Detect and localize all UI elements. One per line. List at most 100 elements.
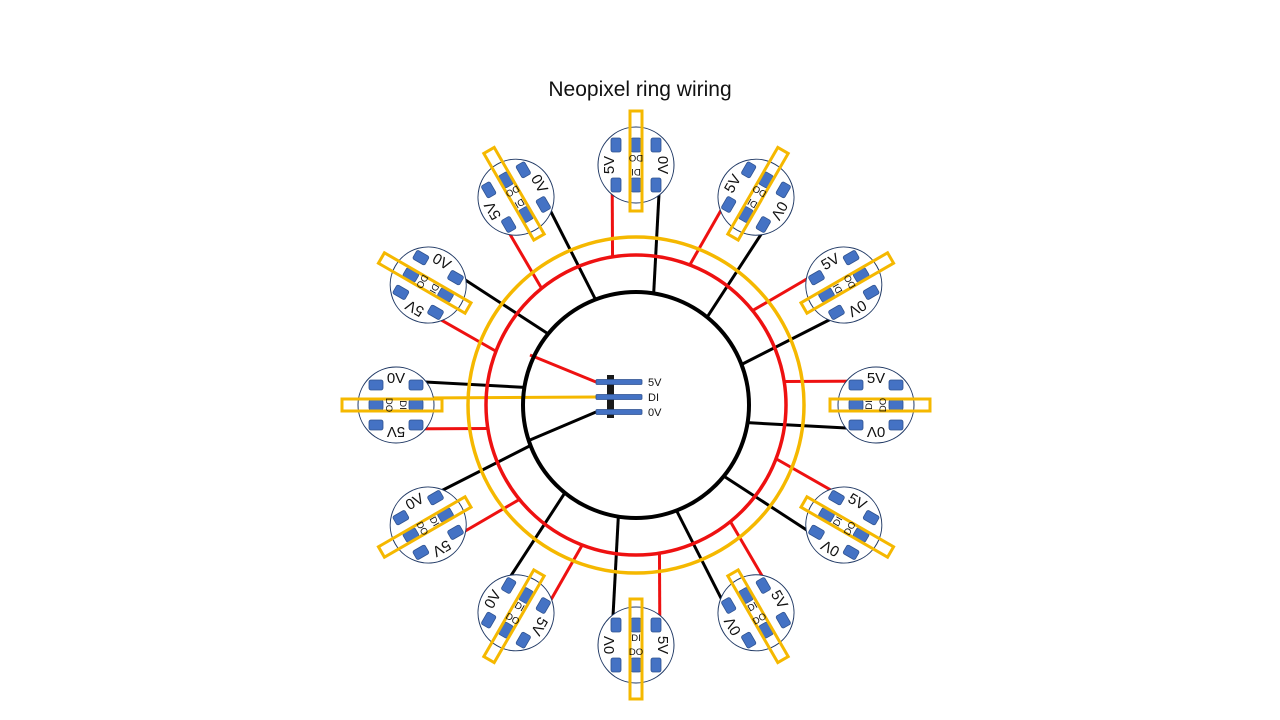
pixel-data-loop <box>376 250 474 316</box>
pixel-data-loop <box>376 494 474 560</box>
pad-outer-3 <box>862 284 880 300</box>
pixel-10-0v-wire <box>409 379 525 389</box>
pad-inner-3 <box>408 379 424 391</box>
pixel-5v-label: 5V <box>481 198 505 222</box>
pad-outer-3 <box>650 137 662 153</box>
pad-inner-1 <box>650 617 662 633</box>
pixel-data-loop <box>481 567 547 665</box>
pad-outer-1 <box>888 379 904 391</box>
ground-bus-ring <box>521 290 751 520</box>
pad-inner-3 <box>721 597 737 614</box>
pixel-0v-label: 0V <box>601 636 618 654</box>
pixel-5v-label: 5V <box>601 156 618 174</box>
pixel-0v-label: 0V <box>818 536 842 560</box>
pixel-9-0v-wire <box>427 444 532 500</box>
pad-inner-1 <box>808 270 825 286</box>
header-pin-0v <box>595 409 643 415</box>
pixel-data-loop <box>798 494 896 560</box>
pixel-2-0v-wire <box>705 219 772 319</box>
pad-outer-1 <box>412 544 430 560</box>
pad-outer-1 <box>741 161 757 179</box>
pixel-do-label: DO <box>629 647 643 658</box>
pad-inner-3 <box>610 617 622 633</box>
pad-outer-1 <box>515 631 531 649</box>
pad-inner-3 <box>501 577 517 594</box>
pad-outer-3 <box>610 657 622 673</box>
header-pin-0v-label: 0V <box>648 407 662 419</box>
pad-outer-1 <box>610 137 622 153</box>
pixel-data-loop <box>481 145 547 243</box>
pad-inner-1 <box>610 177 622 193</box>
pixel-6-0v-wire <box>675 509 731 614</box>
pad-outer-1 <box>862 510 880 526</box>
pad-outer-3 <box>392 510 410 526</box>
pad-inner-1 <box>755 577 771 594</box>
pixel-0v-label: 0V <box>527 172 551 196</box>
pad-inner-1 <box>427 304 444 320</box>
pixel-di-label: DI <box>631 633 641 644</box>
pixel-8-0v-wire <box>500 491 567 591</box>
pixel-body <box>477 574 555 652</box>
pixel-5v-label: 5V <box>403 296 427 320</box>
pad-inner-2 <box>408 399 424 411</box>
pixel-3-0v-wire <box>740 310 845 366</box>
pad-inner-3 <box>808 524 825 540</box>
pad-inner-3 <box>755 216 771 233</box>
pixel-data-loop <box>828 397 932 413</box>
pixel-body <box>477 158 555 236</box>
pad-outer-3 <box>775 181 791 199</box>
pixel-body <box>717 574 795 652</box>
header-pin-di-label: DI <box>648 392 659 404</box>
pixel-di-label: DI <box>864 400 875 410</box>
pad-outer-1 <box>392 284 410 300</box>
pad-outer-3 <box>481 611 497 629</box>
header-pin-5v <box>595 379 643 385</box>
pixel-do-label: DO <box>383 398 394 412</box>
header-pin-5v-label: 5V <box>648 377 662 389</box>
pixel-5v-label: 5V <box>867 370 885 387</box>
pad-outer-2 <box>630 657 642 673</box>
data-bus-ring <box>466 235 806 575</box>
pad-inner-1 <box>447 524 464 540</box>
pad-inner-3 <box>427 490 444 506</box>
pixel-body <box>805 486 883 564</box>
power-bus-ring <box>484 253 788 557</box>
pad-inner-3 <box>650 177 662 193</box>
pad-outer-3 <box>368 379 384 391</box>
pad-outer-3 <box>842 544 860 560</box>
pixel-5-0v-wire <box>722 474 822 541</box>
pixel-data-loop <box>798 250 896 316</box>
pad-outer-3 <box>515 161 531 179</box>
pixel-5v-label: 5V <box>527 614 551 638</box>
pixel-4-0v-wire <box>747 421 863 431</box>
rings-layer <box>466 235 806 575</box>
pad-outer-2 <box>368 399 384 411</box>
pixel-7-0v-wire <box>610 516 620 632</box>
pixel-5v-label: 5V <box>767 587 791 611</box>
pad-inner-2 <box>630 617 642 633</box>
pixel-body <box>389 486 467 564</box>
pixel-1-0v-wire <box>652 178 662 294</box>
pad-inner-2 <box>630 177 642 193</box>
wires-layer <box>409 178 863 632</box>
pixel-body <box>717 158 795 236</box>
pixel-di-label: DI <box>631 166 641 177</box>
pixel-5v-label: 5V <box>654 636 671 654</box>
pad-inner-1 <box>848 379 864 391</box>
pixel-0v-label: 0V <box>867 423 885 440</box>
pad-inner-1 <box>535 597 551 614</box>
pixel-led-7: 5V 0V DO DI <box>597 597 675 701</box>
pixel-0v-label: 0V <box>429 250 453 274</box>
pad-outer-1 <box>368 419 384 431</box>
pixel-data-loop <box>725 145 791 243</box>
pixel-body <box>805 246 883 324</box>
pad-outer-3 <box>412 250 430 266</box>
